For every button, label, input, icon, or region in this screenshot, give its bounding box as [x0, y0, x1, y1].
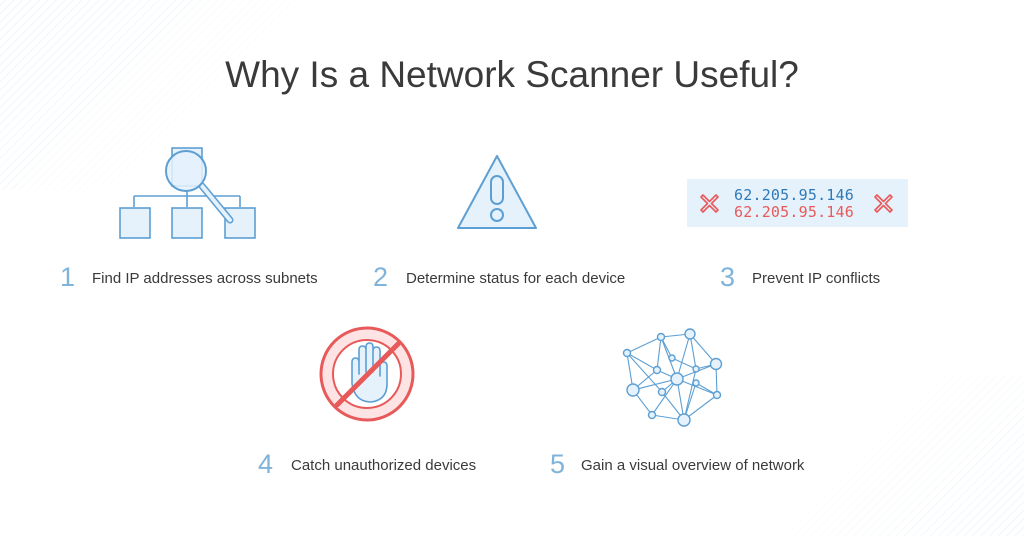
conflict-x-icon	[873, 193, 894, 219]
ip-address-a: 62.205.95.146	[734, 186, 854, 204]
item-number: 1	[60, 262, 76, 292]
item-label: Catch unauthorized devices	[291, 457, 477, 474]
item-number: 5	[550, 449, 566, 479]
blocked-hand-icon	[315, 322, 419, 426]
item-label: Gain a visual overview of network	[581, 457, 805, 474]
item-label: Find IP addresses across subnets	[92, 270, 318, 287]
conflict-x-icon	[699, 193, 720, 219]
item-number: 2	[373, 262, 389, 292]
decorative-stripes-bottom-right	[764, 376, 1024, 536]
item-number: 4	[258, 449, 274, 479]
item-number: 3	[720, 262, 736, 292]
ip-address-b: 62.205.95.146	[734, 203, 854, 221]
network-graph-icon	[622, 328, 732, 432]
subnet-magnifier-icon	[112, 142, 258, 244]
item-label: Prevent IP conflicts	[752, 270, 881, 287]
item-label: Determine status for each device	[406, 270, 626, 287]
warning-triangle-icon	[453, 151, 541, 233]
ip-conflict-icon: 62.205.95.146 62.205.95.146	[687, 179, 908, 227]
page-title: Why Is a Network Scanner Useful?	[225, 54, 799, 95]
